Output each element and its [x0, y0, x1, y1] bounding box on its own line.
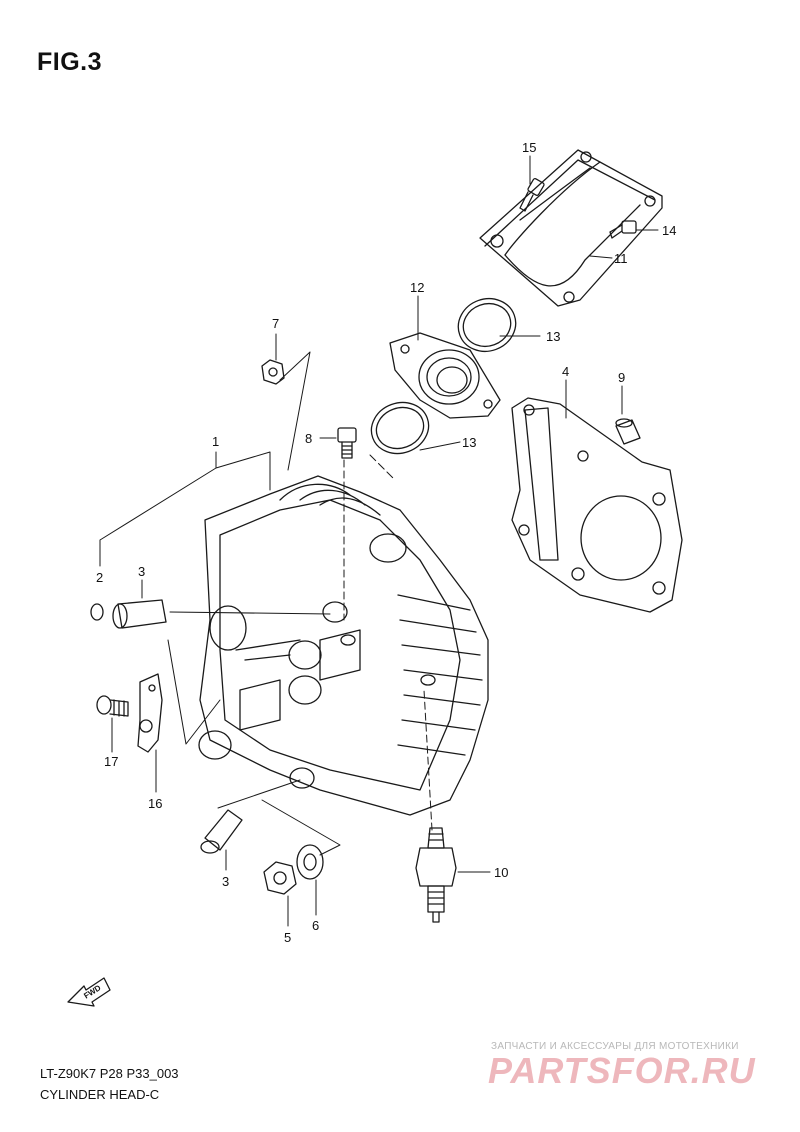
- bolt-part-8[interactable]: [337, 427, 357, 459]
- callout-7: 7: [272, 316, 279, 331]
- callout-1: 1: [212, 434, 219, 449]
- figure-title: FIG.3: [37, 48, 103, 76]
- leader-lines: [99, 155, 659, 927]
- callout-3-lower: 3: [222, 874, 229, 889]
- callout-8: 8: [305, 431, 312, 446]
- callout-12: 12: [410, 280, 424, 295]
- cylinder-head-part-1[interactable]: [198, 475, 489, 816]
- callout-10: 10: [494, 865, 508, 880]
- bolt-part-15[interactable]: [519, 178, 545, 212]
- diagram-reference: LT-Z90K7 P28 P33_003: [40, 1066, 179, 1081]
- callout-3-upper: 3: [138, 564, 145, 579]
- circlip-part-2[interactable]: [90, 603, 104, 621]
- callout-16: 16: [148, 796, 162, 811]
- callout-14: 14: [662, 223, 676, 238]
- callout-13-upper: 13: [546, 329, 560, 344]
- watermark-brand: PARTSFOR.RU: [488, 1050, 756, 1091]
- callout-15: 15: [522, 140, 536, 155]
- callout-11: 11: [614, 251, 628, 266]
- nut-part-7[interactable]: [261, 359, 285, 385]
- intake-pipe-part-11[interactable]: [479, 149, 663, 307]
- callout-13-lower: 13: [462, 435, 476, 450]
- dowel-part-3-upper[interactable]: [112, 599, 167, 629]
- callout-2: 2: [96, 570, 103, 585]
- screw-part-17[interactable]: [96, 695, 129, 717]
- dowel-pin-part-9[interactable]: [615, 418, 641, 445]
- insulator-part-12[interactable]: [389, 332, 501, 419]
- callout-17: 17: [104, 754, 118, 769]
- bracket-part-16[interactable]: [137, 673, 163, 753]
- diagram-subtitle: CYLINDER HEAD-C: [40, 1087, 160, 1102]
- o-ring-part-13-lower[interactable]: [364, 395, 436, 462]
- callout-4: 4: [562, 364, 569, 379]
- head-gasket-part-4[interactable]: [511, 397, 683, 613]
- bolt-part-14[interactable]: [609, 220, 637, 239]
- o-ring-part-13-upper[interactable]: [451, 291, 523, 360]
- callout-labels: 1 2 3 3 4 5 6 7 8 9 10 11 12 13 13 14 15…: [96, 140, 676, 945]
- spark-plug-part-10[interactable]: [415, 827, 457, 923]
- dowel-part-3-lower[interactable]: [200, 809, 243, 854]
- callout-5: 5: [284, 930, 291, 945]
- washer-part-6[interactable]: [296, 844, 324, 880]
- nut-part-5[interactable]: [263, 861, 297, 895]
- watermark-tagline: ЗАПЧАСТИ И АКСЕССУАРЫ ДЛЯ МОТОТЕХНИКИ: [491, 1041, 739, 1052]
- forward-arrow-icon: FWD: [67, 977, 111, 1007]
- callout-6: 6: [312, 918, 319, 933]
- callout-9: 9: [618, 370, 625, 385]
